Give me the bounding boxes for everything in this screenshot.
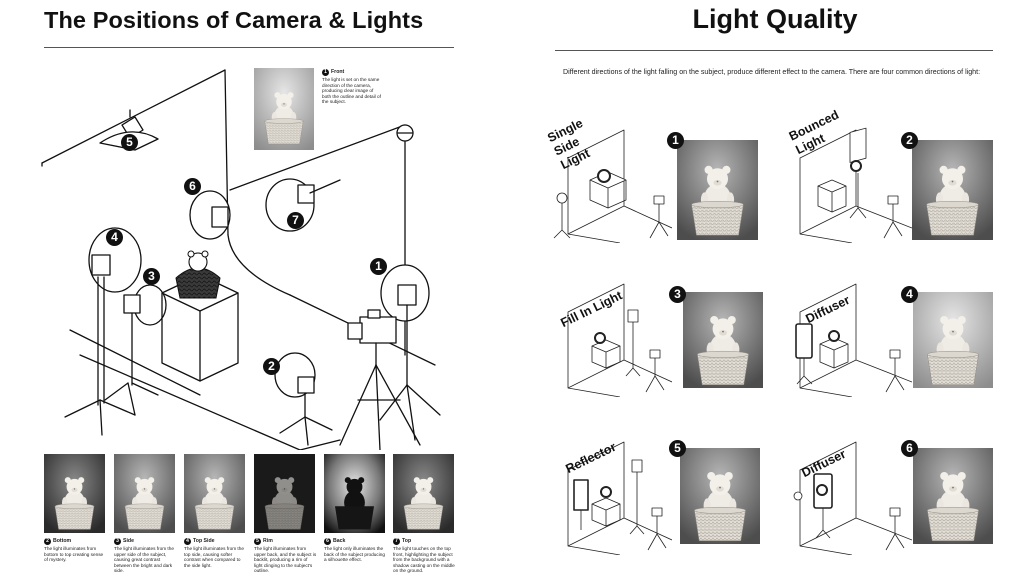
caption-bottom-badge: 2 <box>44 538 51 545</box>
photo-bottom-light <box>44 454 105 533</box>
position-badge-5: 5 <box>121 134 138 151</box>
panel-6-diagram <box>793 441 912 555</box>
caption-rim-badge: 5 <box>254 538 261 545</box>
photo-rim-light <box>254 454 315 533</box>
photo-side-light <box>114 454 175 533</box>
caption-back-text: The light only illuminates the back of t… <box>324 546 385 563</box>
panel-1-photo <box>677 140 758 240</box>
panel-6-photo <box>913 448 993 544</box>
position-badge-3: 3 <box>143 268 160 285</box>
caption-bottom-text: The light illuminates from bottom to top… <box>44 546 104 563</box>
panel-1-diagram <box>553 129 672 243</box>
caption-side-text: The light illuminates from the upper sid… <box>114 546 174 574</box>
left-title-rule <box>44 47 454 48</box>
panel-2-badge: 2 <box>901 132 918 149</box>
caption-bottom-title: Bottom <box>53 537 72 544</box>
panel-4-photo <box>913 292 993 388</box>
studio-setup-diagram <box>41 69 441 450</box>
front-caption-text: The light is set on the same direction o… <box>322 77 381 105</box>
panel-6-badge: 6 <box>901 440 918 457</box>
caption-top-text: The light touches on the top front, high… <box>393 546 455 574</box>
panel-3-badge: 3 <box>669 286 686 303</box>
caption-rim-title: Rim <box>263 537 273 544</box>
panel-3-diagram <box>567 283 672 397</box>
panel-4-diagram <box>795 283 912 397</box>
caption-top-side-text: The light illuminates from the top side,… <box>184 546 244 568</box>
position-badge-4: 4 <box>106 229 123 246</box>
panel-3-photo <box>683 292 763 388</box>
panel-4-badge: 4 <box>901 286 918 303</box>
caption-rim-text: The light illuminates from upper back, a… <box>254 546 317 574</box>
caption-top-side-badge: 4 <box>184 538 191 545</box>
position-badge-6: 6 <box>184 178 201 195</box>
caption-top-badge: 7 <box>393 538 400 545</box>
photo-top-side-light <box>184 454 245 533</box>
caption-top-side-title: Top Side <box>193 537 215 544</box>
panel-2-diagram <box>799 127 912 243</box>
caption-back-badge: 6 <box>324 538 331 545</box>
panel-5-photo <box>680 448 760 544</box>
panel-2-photo <box>912 140 993 240</box>
left-page-title: The Positions of Camera & Lights <box>44 7 424 33</box>
right-title-rule <box>555 50 993 51</box>
position-badge-2: 2 <box>263 358 280 375</box>
right-page-title: Light Quality <box>692 4 858 34</box>
photo-top-light <box>393 454 454 533</box>
caption-top-title: Top <box>402 537 412 544</box>
position-badge-7: 7 <box>287 212 304 229</box>
caption-side-badge: 3 <box>114 538 121 545</box>
light-quality-intro: Different directions of the light fallin… <box>563 68 981 76</box>
panel-5-badge: 5 <box>669 440 686 457</box>
caption-side-title: Side <box>123 537 134 544</box>
caption-back-title: Back <box>333 537 346 544</box>
photo-back-light <box>324 454 385 533</box>
position-badge-1: 1 <box>370 258 387 275</box>
panel-1-badge: 1 <box>667 132 684 149</box>
front-caption-title: Front <box>331 68 345 75</box>
front-light-photo <box>254 68 314 150</box>
front-caption-badge: 1 <box>322 69 329 76</box>
panel-5-diagram <box>567 441 672 555</box>
